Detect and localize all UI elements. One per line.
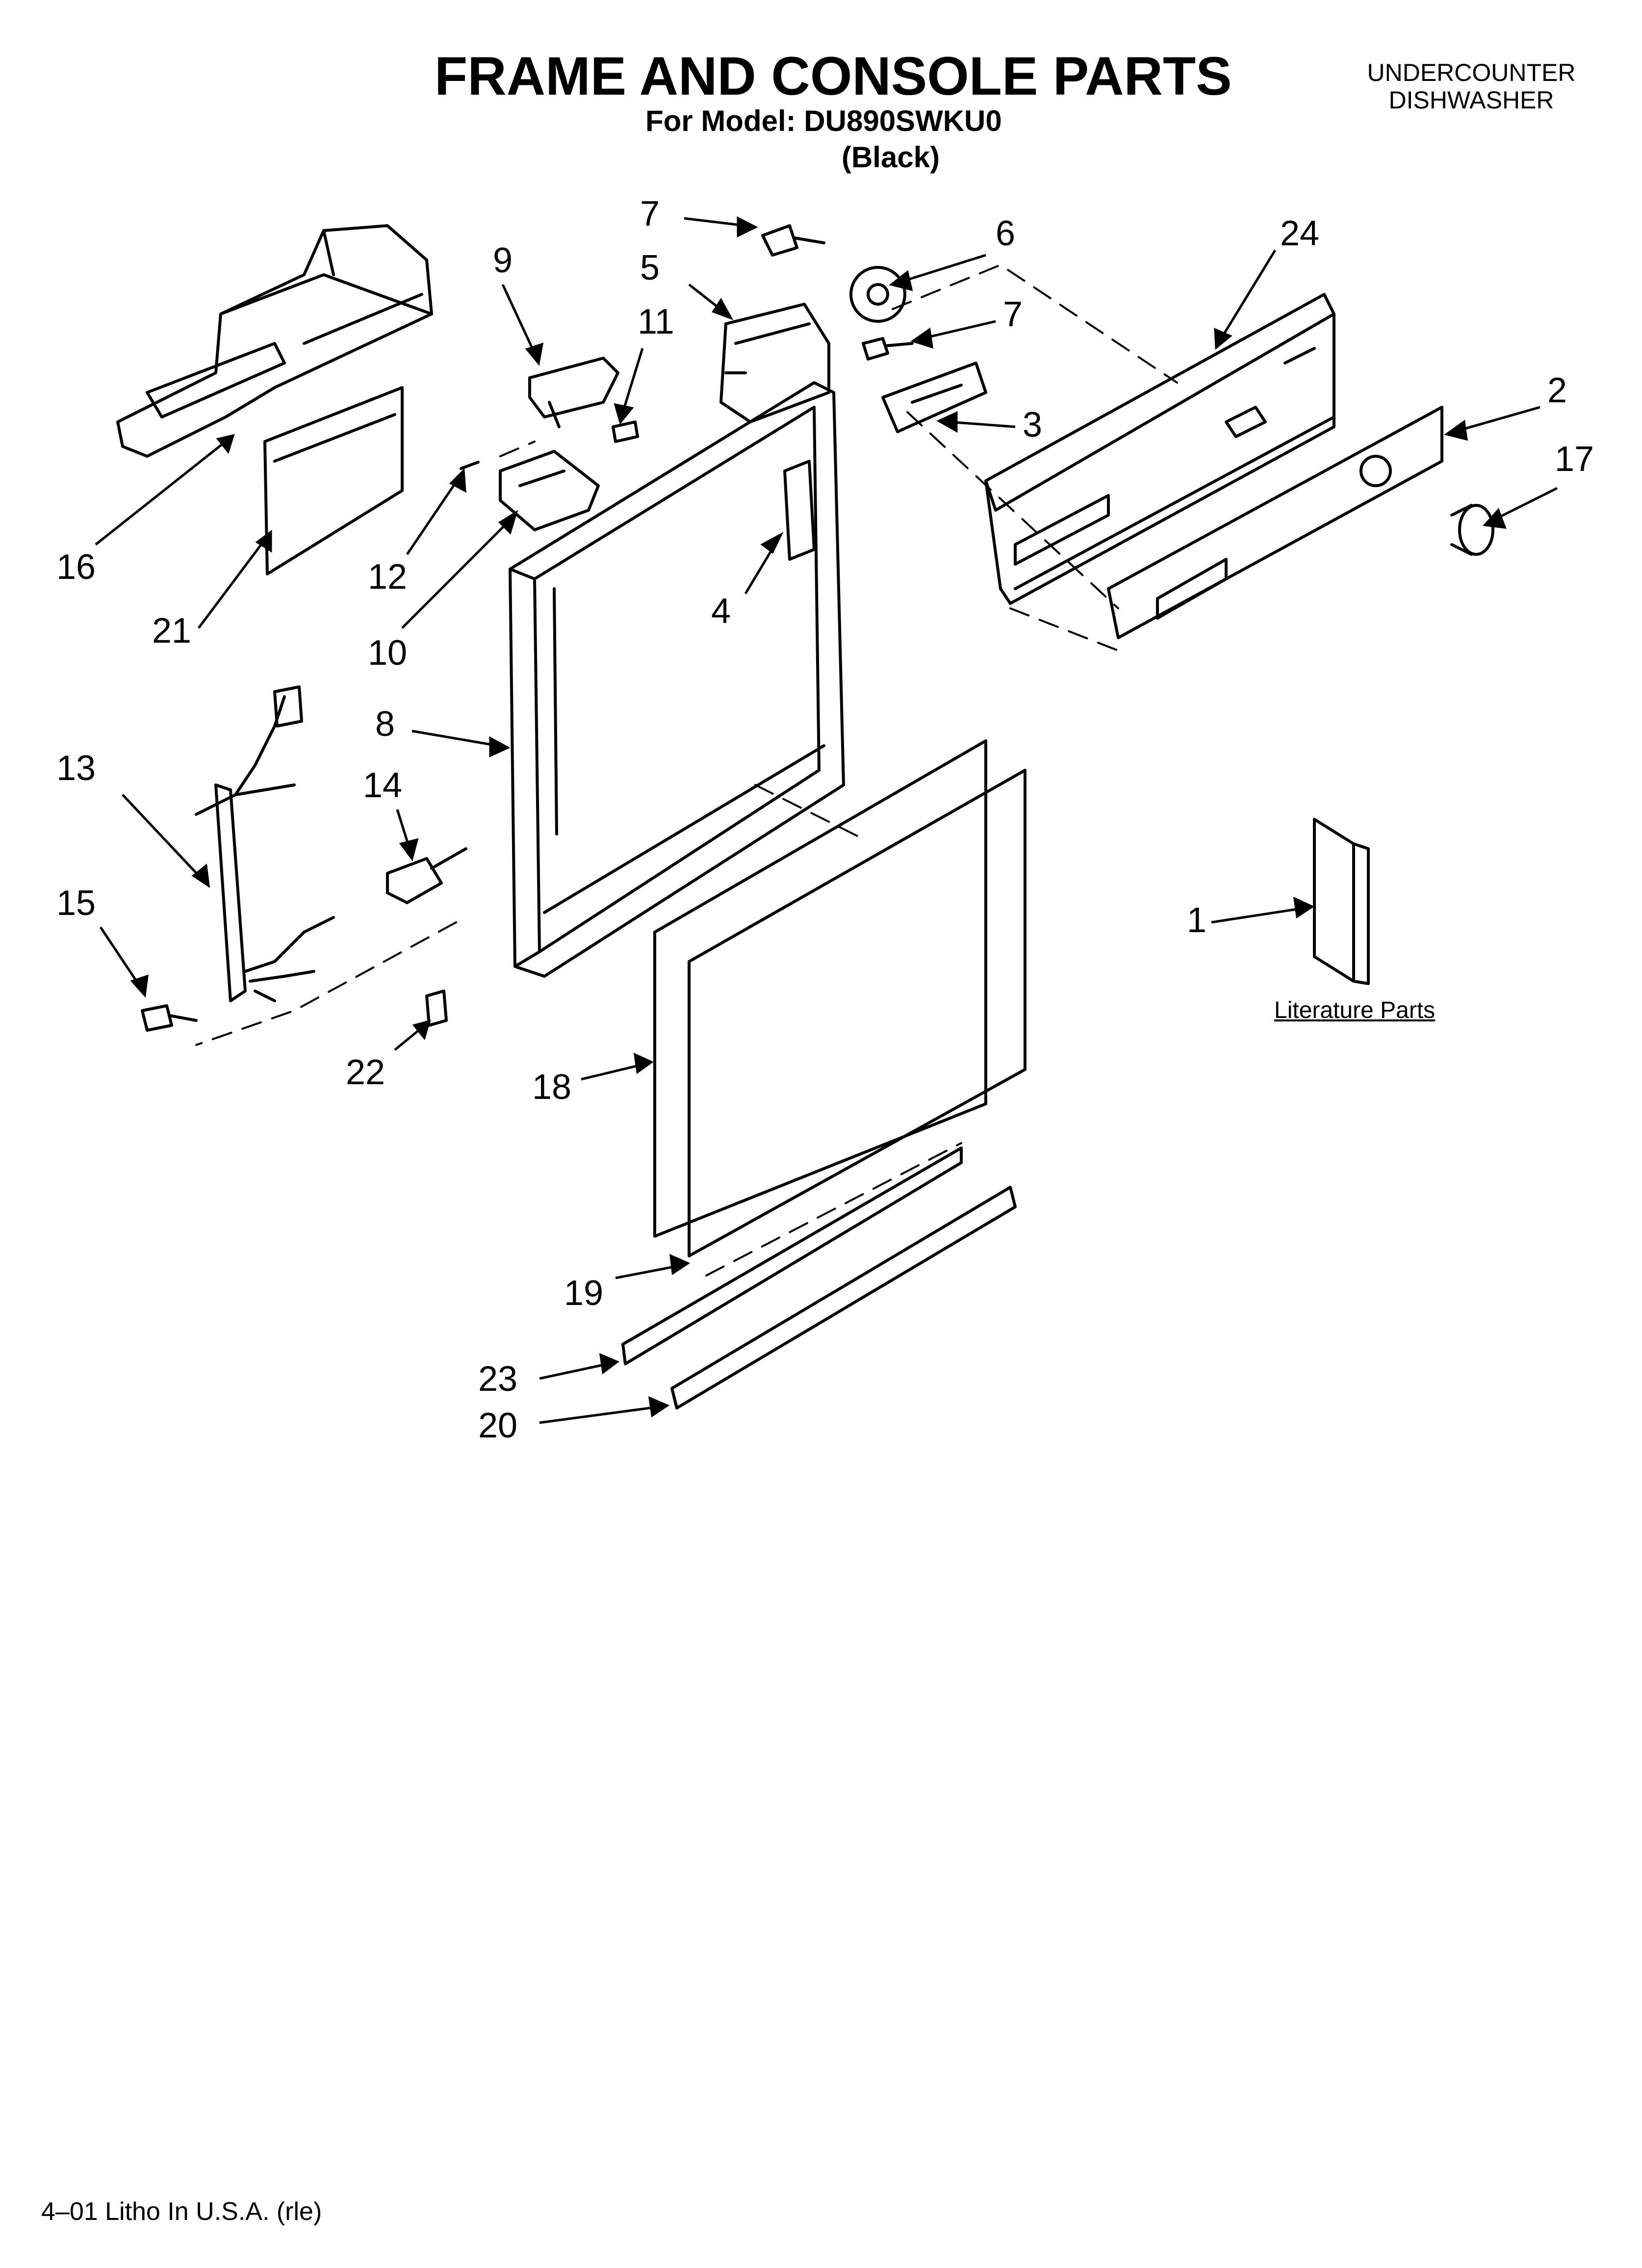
part-14-switch: [386, 847, 467, 904]
callout-12: 12: [368, 557, 407, 597]
part-6-cam: [849, 266, 906, 323]
callout-14: 14: [363, 766, 402, 805]
callout-18: 18: [532, 1068, 571, 1107]
literature-parts-label: Literature Parts: [1274, 997, 1436, 1023]
part-21-insulation: [263, 386, 404, 575]
part-17-knob: [1450, 504, 1494, 556]
part-7-screw-mid: [862, 337, 914, 361]
callout-4: 4: [711, 592, 731, 631]
callout-9: 9: [493, 241, 513, 280]
appliance-type-line1: UNDERCOUNTER: [1367, 59, 1576, 86]
part-10-mount: [499, 450, 600, 531]
callout-2: 2: [1547, 371, 1567, 410]
part-3-switch-module: [881, 362, 987, 433]
model-line: For Model: DU890SWKU0: [645, 104, 1002, 137]
part-22-clip: [425, 990, 448, 1027]
callout-7a: 7: [640, 194, 660, 234]
callout-23: 23: [478, 1359, 517, 1399]
callout-17: 17: [1555, 440, 1594, 479]
part-1-literature: [1313, 818, 1370, 985]
callout-5: 5: [640, 248, 660, 287]
assembly-lines: [195, 264, 1178, 1277]
part-13-wire-harness: [195, 685, 335, 1002]
part-9-bracket: [528, 357, 619, 428]
callout-3: 3: [1023, 405, 1042, 444]
callout-15: 15: [56, 884, 96, 923]
part-7-screw-top: [761, 224, 825, 257]
callout-21: 21: [152, 611, 191, 651]
part-19-outer-panel: [688, 769, 1026, 1257]
part-8-door-frame: [509, 381, 845, 978]
callout-8: 8: [375, 704, 395, 744]
part-16-housing: [116, 224, 433, 458]
part-23-lower-trim: [621, 1147, 963, 1365]
part-5-switch-housing: [719, 303, 830, 423]
part-24-console-panel: [984, 293, 1335, 605]
callout-10: 10: [368, 633, 407, 673]
appliance-type-line2: DISHWASHER: [1388, 86, 1554, 114]
callout-22: 22: [346, 1053, 385, 1092]
page-title: FRAME AND CONSOLE PARTS: [435, 46, 1232, 106]
callout-19: 19: [564, 1274, 603, 1313]
appliance-type: UNDERCOUNTER DISHWASHER: [1344, 59, 1599, 114]
callout-24: 24: [1280, 214, 1319, 253]
callout-7b: 7: [1003, 295, 1023, 334]
callout-20: 20: [478, 1406, 517, 1445]
callout-1: 1: [1187, 901, 1206, 940]
color-line: (Black): [842, 141, 940, 174]
footer-litho: 4–01 Litho In U.S.A. (rle): [41, 2197, 322, 2226]
part-2-control-overlay: [1107, 406, 1443, 639]
leader-lines: [95, 216, 1558, 1424]
callout-numbers: 1 2 3 4 5 6 7 7 8 9 10 11 12 13 14 15 16…: [56, 194, 1594, 1445]
part-15-screw: [141, 1004, 198, 1032]
part-11-connector: [612, 420, 639, 443]
part-20-bottom-trim: [670, 1186, 1017, 1409]
callout-13: 13: [56, 749, 96, 788]
callout-6: 6: [996, 214, 1015, 253]
callout-16: 16: [56, 547, 96, 587]
part-18-inner-panel: [653, 739, 987, 1238]
callout-11: 11: [638, 302, 674, 341]
part-12-pin: [460, 461, 480, 470]
